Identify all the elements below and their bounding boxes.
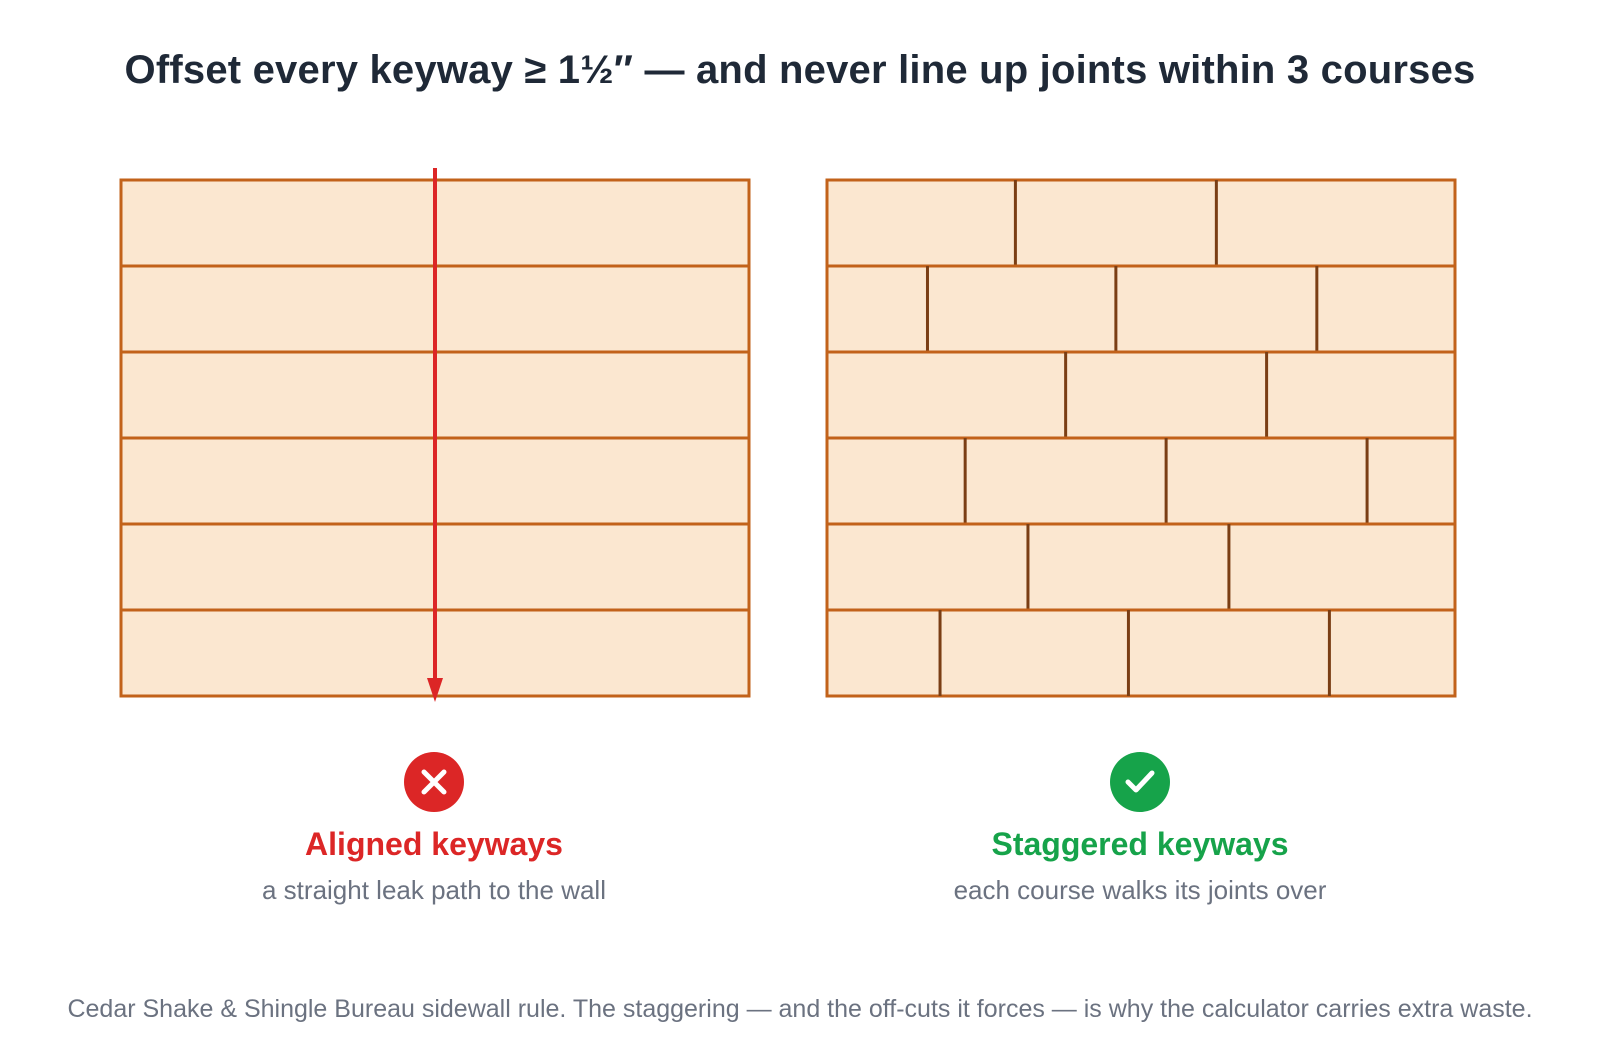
diagram-title: Offset every keyway ≥ 1½″ — and never li…: [124, 48, 1476, 92]
footnote: Cedar Shake & Shingle Bureau sidewall ru…: [67, 995, 1533, 1023]
aligned-subtitle: a straight leak path to the wall: [262, 875, 606, 905]
x-icon: [404, 752, 464, 812]
shingle-course: [825, 608, 1457, 698]
aligned-verdict: Aligned keyways a straight leak path to …: [174, 752, 694, 906]
staggered-subtitle: each course walks its joints over: [953, 875, 1327, 905]
aligned-wall-panel: [119, 168, 751, 710]
staggered-wall-panel: [825, 170, 1457, 710]
shingle-course: [825, 178, 1457, 268]
staggered-label: Staggered keyways: [991, 826, 1289, 862]
aligned-label: Aligned keyways: [305, 826, 563, 862]
staggered-wall-diagram: [825, 178, 1457, 698]
shingle-course: [825, 522, 1457, 612]
shingle-course: [825, 264, 1457, 354]
shingle-course: [825, 436, 1457, 526]
staggered-verdict: Staggered keyways each course walks its …: [880, 752, 1400, 906]
leak-arrowhead-icon: [427, 678, 443, 702]
aligned-wall-diagram: [119, 168, 751, 702]
shingle-course: [825, 350, 1457, 440]
check-icon: [1110, 752, 1170, 812]
